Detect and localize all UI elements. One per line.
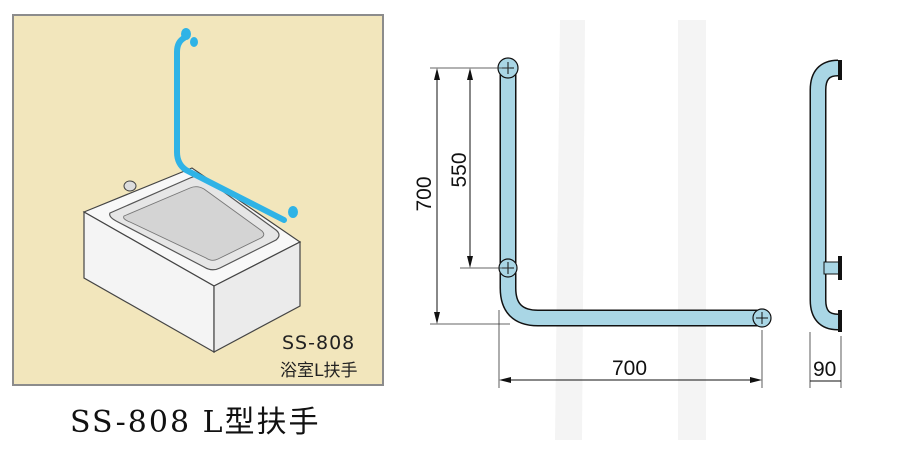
side-wall-plate-top bbox=[838, 60, 842, 80]
faucet-icon bbox=[123, 180, 137, 192]
technical-drawing bbox=[430, 20, 842, 440]
bar-mount-top bbox=[181, 28, 191, 40]
arrow-down-icon bbox=[434, 312, 440, 324]
bathtub-basin-inner bbox=[123, 186, 265, 261]
front-bar-fill bbox=[501, 68, 760, 325]
bathtub-side bbox=[213, 241, 301, 354]
arrow-left-icon bbox=[499, 377, 511, 383]
dim-label-horizontal-length: 700 bbox=[612, 357, 648, 380]
panel-product-name: 浴室L扶手 bbox=[280, 361, 358, 381]
dim-label-mount-spacing: 550 bbox=[448, 152, 471, 188]
front-bar-outline bbox=[499, 68, 760, 327]
side-wall-plate-bottom bbox=[838, 310, 842, 332]
dim-label-total-height: 700 bbox=[413, 176, 436, 212]
dim-label-projection: 90 bbox=[813, 358, 837, 381]
bathtub-illustration bbox=[14, 16, 382, 384]
side-wall-plate-mid bbox=[838, 256, 842, 280]
background-band-left bbox=[555, 20, 585, 440]
background-band-right bbox=[678, 20, 706, 440]
side-mid-mount bbox=[823, 261, 841, 275]
side-bar-fill bbox=[811, 61, 839, 329]
panel-model-code: SS-808 bbox=[282, 332, 356, 354]
arrow-up-icon bbox=[467, 68, 473, 80]
arrow-up-icon bbox=[434, 68, 440, 80]
arrow-down-icon bbox=[467, 256, 473, 268]
product-illustration-panel: SS-808 浴室L扶手 bbox=[12, 14, 384, 386]
bar-mount-upper bbox=[190, 37, 198, 47]
arrow-right-icon bbox=[750, 377, 762, 383]
product-caption: SS-808 L型扶手 bbox=[70, 405, 321, 440]
bar-mount-right bbox=[288, 206, 298, 218]
l-grab-bar bbox=[174, 35, 287, 223]
